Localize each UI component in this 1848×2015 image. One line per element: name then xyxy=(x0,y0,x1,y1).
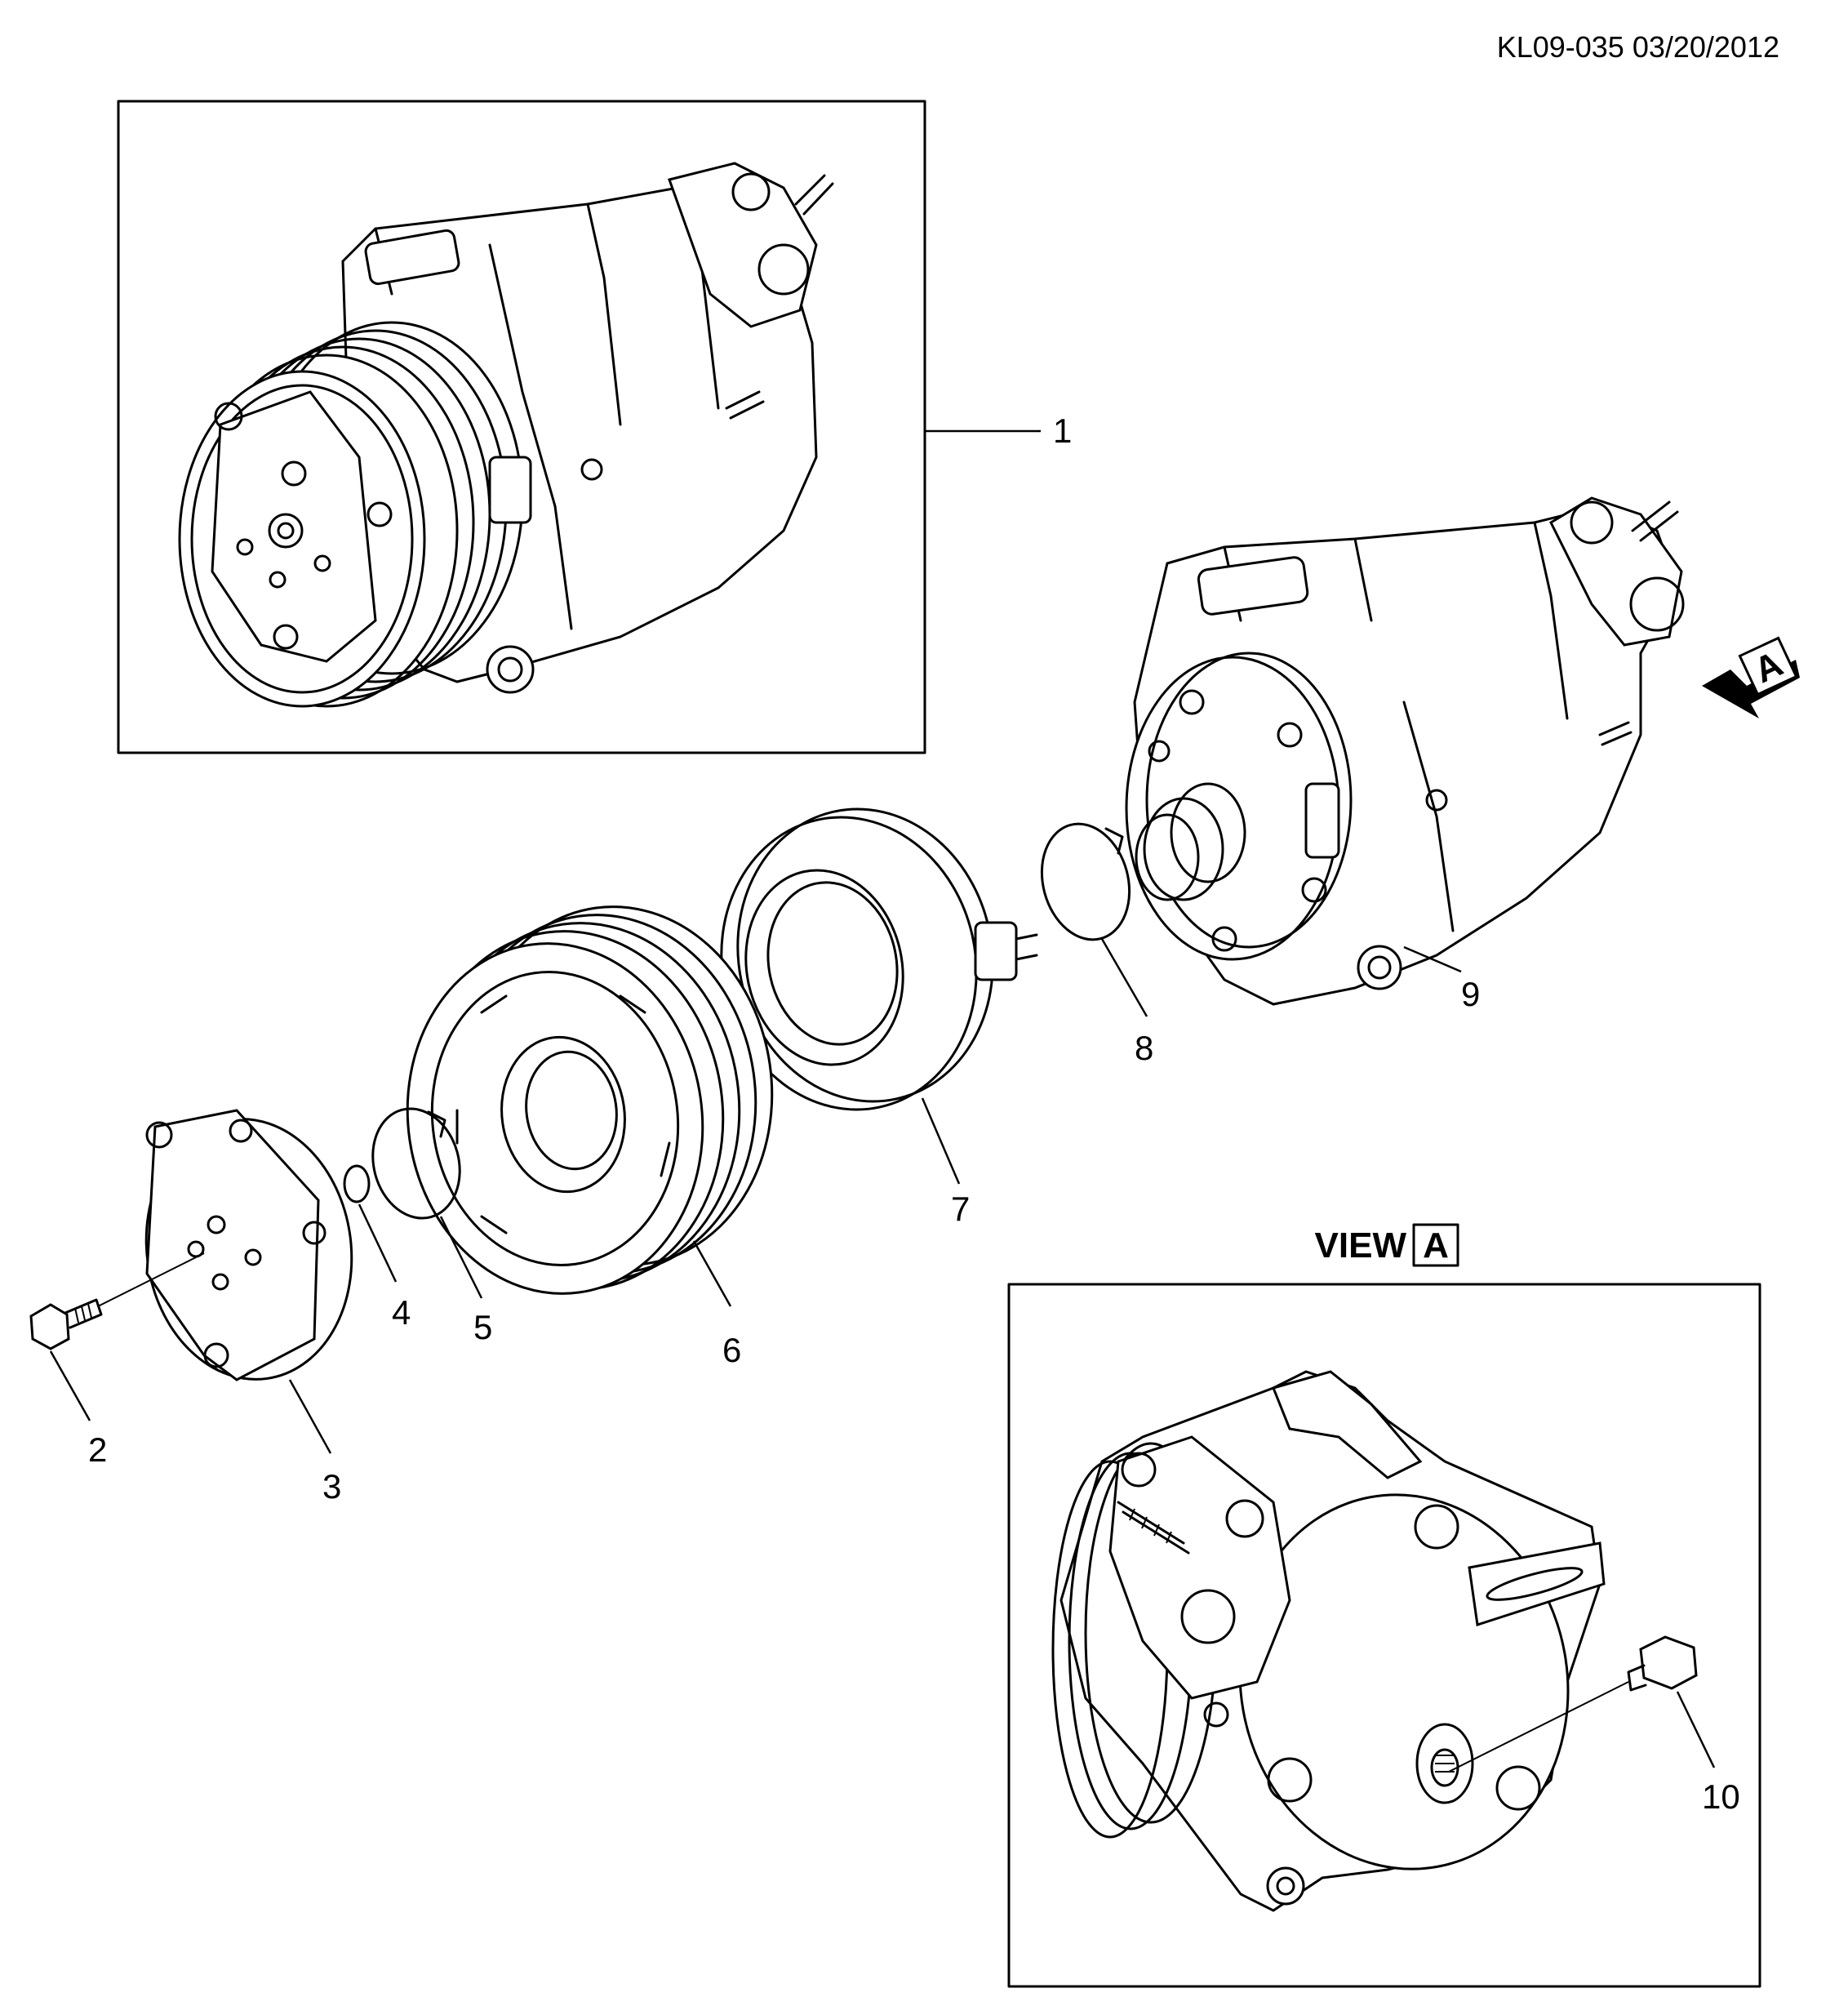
view-a-frame xyxy=(1007,1283,1761,1988)
callout-9: 9 xyxy=(1461,975,1480,1013)
shim-4 xyxy=(343,1164,371,1203)
compressor-assembly-illustration xyxy=(178,162,834,708)
callout-6: 6 xyxy=(722,1331,741,1369)
oil-plug-10 xyxy=(1448,1635,1698,1773)
view-direction-arrow: A xyxy=(1702,636,1800,718)
callout-2: 2 xyxy=(88,1430,107,1469)
compressor-rear-view-illustration xyxy=(1051,1370,1606,1912)
snap-ring-5 xyxy=(371,1107,461,1220)
leader-line xyxy=(1100,938,1148,1017)
leader-line xyxy=(692,1240,732,1307)
callout-8: 8 xyxy=(1135,1029,1153,1067)
callout-7: 7 xyxy=(951,1190,970,1228)
leader-line xyxy=(921,1097,961,1185)
leader-line xyxy=(288,1379,332,1454)
view-heading: VIEW xyxy=(1315,1225,1407,1265)
callout-5: 5 xyxy=(473,1308,492,1346)
callout-3: 3 xyxy=(322,1467,341,1506)
clutch-coil-7 xyxy=(720,807,1038,1111)
callout-1: 1 xyxy=(1053,411,1072,450)
bolt-2 xyxy=(29,1252,205,1350)
view-letter-box xyxy=(1412,1223,1459,1267)
pulley-6 xyxy=(406,905,774,1295)
leader-line xyxy=(1676,1691,1716,1768)
leader-line xyxy=(439,1216,483,1299)
document-id: KL09-035 03/20/2012 xyxy=(1497,30,1779,64)
callout-4: 4 xyxy=(392,1293,411,1332)
snap-ring-8 xyxy=(1040,822,1131,941)
view-letter: A xyxy=(1423,1225,1449,1265)
leader-line xyxy=(49,1350,91,1421)
leader-line xyxy=(1403,945,1462,973)
assembly-frame xyxy=(117,100,926,754)
drive-plate-3 xyxy=(144,1109,353,1381)
callout-10: 10 xyxy=(1702,1777,1740,1816)
leader-line xyxy=(358,1203,398,1283)
compressor-body-illustration xyxy=(1125,496,1685,1006)
